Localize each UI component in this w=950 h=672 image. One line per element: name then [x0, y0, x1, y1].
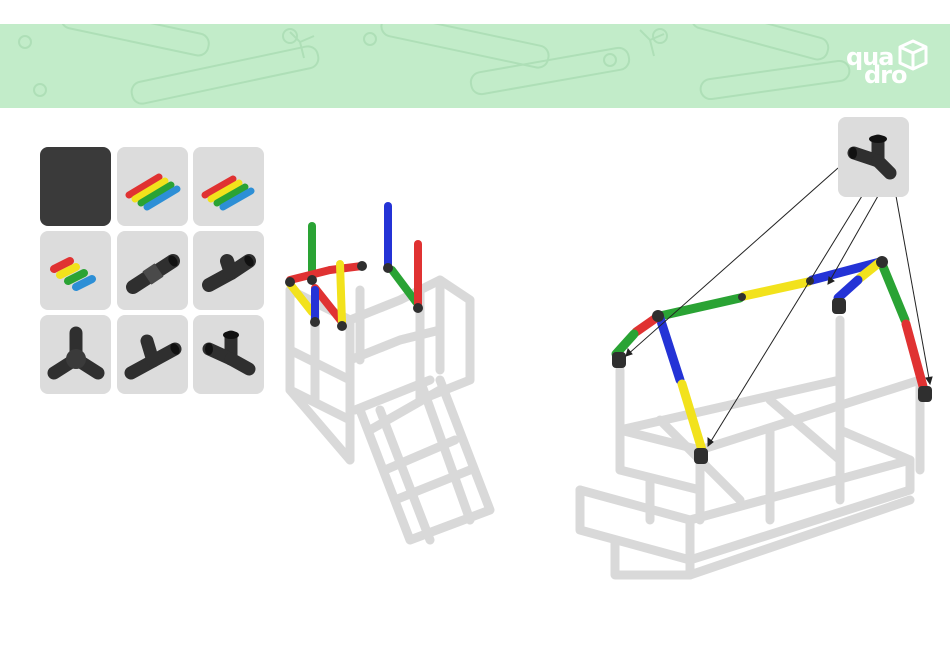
- tube-green: [660, 298, 740, 316]
- corner-connector-icon: [838, 117, 909, 197]
- right-model-frame: [580, 320, 920, 575]
- tube-green: [882, 264, 905, 320]
- tube-yellow: [744, 282, 808, 296]
- tube-blue: [660, 318, 680, 380]
- left-model-frame: [290, 280, 490, 540]
- corner-connector-callout: [838, 117, 909, 197]
- tube-blue: [838, 280, 858, 298]
- tube-yellow: [340, 264, 342, 322]
- tube-red: [636, 318, 656, 332]
